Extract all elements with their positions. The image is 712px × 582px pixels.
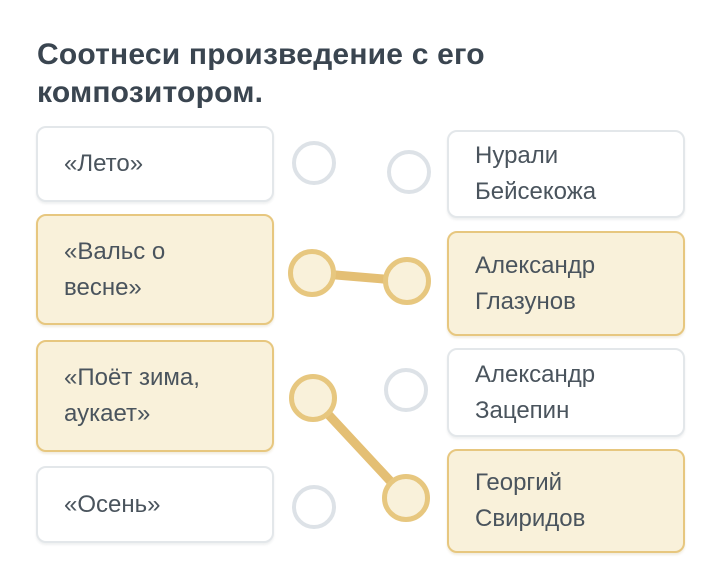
connector-dot-composer-1[interactable] <box>387 150 431 194</box>
work-card-label: «Поёт зима, аукает» <box>64 364 200 427</box>
composer-card-nurali-beysekozha[interactable]: Нурали Бейсекожа <box>447 130 685 218</box>
connector-dot-work-2[interactable] <box>288 249 336 297</box>
connector-dot-composer-3[interactable] <box>384 368 428 412</box>
composer-card-label: Нурали Бейсекожа <box>475 142 597 205</box>
work-card-label: «Вальс о весне» <box>64 237 166 301</box>
connector-dot-work-1[interactable] <box>292 141 336 185</box>
work-card-leto[interactable]: «Лето» <box>36 126 274 202</box>
composer-card-label: Александр Зацепин <box>475 360 596 424</box>
work-card-label: «Осень» <box>64 490 161 518</box>
work-card-vals-o-vesne[interactable]: «Вальс о весне» <box>36 214 274 325</box>
connector-dot-work-4[interactable] <box>292 485 336 529</box>
connector-dot-composer-4[interactable] <box>382 474 430 522</box>
work-card-label: «Лето» <box>64 150 144 177</box>
connector-dot-work-3[interactable] <box>289 374 337 422</box>
work-card-osen[interactable]: «Осень» <box>36 466 274 543</box>
work-card-poyot-zima-aukaet[interactable]: «Поёт зима, аукает» <box>36 340 274 452</box>
composer-card-label: Георгий Свиридов <box>475 469 586 532</box>
page-title: Соотнеси произведение с его композитором… <box>37 38 485 109</box>
composer-card-georgiy-sviridov[interactable]: Георгий Свиридов <box>447 449 685 553</box>
connector-dot-composer-2[interactable] <box>383 257 431 305</box>
composer-card-aleksandr-glazunov[interactable]: Александр Глазунов <box>447 231 685 336</box>
composer-card-aleksandr-zatsepin[interactable]: Александр Зацепин <box>447 348 685 437</box>
composer-card-label: Александр Глазунов <box>475 251 596 315</box>
